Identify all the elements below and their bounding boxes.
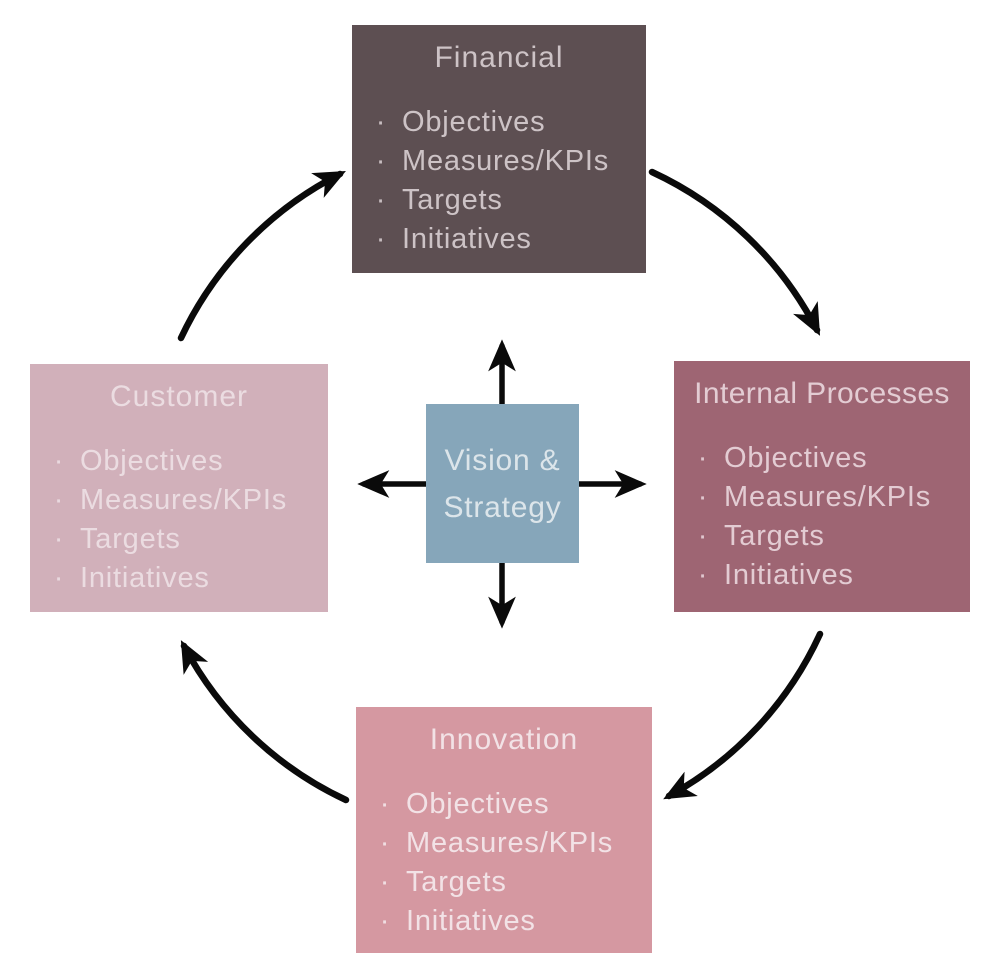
item-label: Measures/KPIs xyxy=(80,484,288,516)
list-item: · Objectives xyxy=(378,785,652,824)
list-item: · Measures/KPIs xyxy=(374,142,646,181)
list-item: · Targets xyxy=(378,863,652,902)
bullet-dot: · xyxy=(375,145,387,177)
innovation-panel: Innovation · Objectives · Measures/KPIs · T… xyxy=(356,707,652,953)
financial-panel-title: Financial xyxy=(434,41,564,74)
internal-processes-panel-list: · Objectives · Measures/KPIs · Targets · Ini… xyxy=(674,439,970,595)
internal-processes-panel: Internal Processes · Objectives · Measures… xyxy=(674,361,970,612)
customer-panel-list: · Objectives · Measures/KPIs · Targets · Ini… xyxy=(30,442,328,598)
bullet-dot: · xyxy=(379,905,391,937)
list-item: · Targets xyxy=(374,181,646,220)
bullet-dot: · xyxy=(697,481,709,513)
list-item: · Objectives xyxy=(52,442,328,481)
item-label: Objectives xyxy=(724,442,868,474)
item-label: Objectives xyxy=(402,106,546,138)
vision-strategy-line-2: Strategy xyxy=(443,490,562,524)
item-label: Measures/KPIs xyxy=(402,145,610,177)
bullet-dot: · xyxy=(375,106,387,138)
item-label: Measures/KPIs xyxy=(724,481,932,513)
bullet-dot: · xyxy=(375,184,387,216)
item-label: Initiatives xyxy=(724,559,854,591)
item-label: Objectives xyxy=(406,788,550,820)
list-item: · Objectives xyxy=(696,439,970,478)
cycle-arrow-internal-to-innovation-icon xyxy=(663,630,824,800)
customer-panel: Customer · Objectives · Measures/KPIs · Tar… xyxy=(30,364,328,612)
item-label: Measures/KPIs xyxy=(406,827,614,859)
list-item: · Targets xyxy=(696,517,970,556)
item-label: Objectives xyxy=(80,445,224,477)
innovation-panel-list: · Objectives · Measures/KPIs · Targets · Ini… xyxy=(356,785,652,941)
internal-processes-panel-title: Internal Processes xyxy=(694,377,950,410)
cycle-arrow-innovation-to-customer-icon xyxy=(180,640,350,804)
list-item: · Initiatives xyxy=(696,556,970,595)
bullet-dot: · xyxy=(697,442,709,474)
cycle-arrow-customer-to-financial-icon xyxy=(177,170,346,342)
financial-panel-list: · Objectives · Measures/KPIs · Targets · Ini… xyxy=(352,103,646,259)
vision-strategy-box: Vision & Strategy xyxy=(426,404,579,563)
customer-panel-title: Customer xyxy=(109,380,249,413)
list-item: · Measures/KPIs xyxy=(696,478,970,517)
list-item: · Initiatives xyxy=(374,220,646,259)
bullet-dot: · xyxy=(375,223,387,255)
bullet-dot: · xyxy=(697,559,709,591)
list-item: · Initiatives xyxy=(52,559,328,598)
list-item: · Objectives xyxy=(374,103,646,142)
item-label: Targets xyxy=(724,520,825,552)
item-label: Initiatives xyxy=(402,223,532,255)
item-label: Initiatives xyxy=(80,562,210,594)
bullet-dot: · xyxy=(53,484,65,516)
bullet-dot: · xyxy=(379,827,391,859)
cycle-arrow-financial-to-internal-icon xyxy=(648,168,821,336)
bullet-dot: · xyxy=(53,562,65,594)
financial-panel: Financial · Objectives · Measures/KPIs · Ta… xyxy=(352,25,646,273)
list-item: · Targets xyxy=(52,520,328,559)
item-label: Targets xyxy=(80,523,181,555)
item-label: Initiatives xyxy=(406,905,536,937)
item-label: Targets xyxy=(402,184,503,216)
bullet-dot: · xyxy=(53,523,65,555)
item-label: Targets xyxy=(406,866,507,898)
list-item: · Initiatives xyxy=(378,902,652,941)
list-item: · Measures/KPIs xyxy=(52,481,328,520)
list-item: · Measures/KPIs xyxy=(378,824,652,863)
bullet-dot: · xyxy=(53,445,65,477)
vision-strategy-line-1: Vision & xyxy=(444,443,561,477)
bullet-dot: · xyxy=(379,866,391,898)
innovation-panel-title: Innovation xyxy=(429,723,579,756)
bullet-dot: · xyxy=(379,788,391,820)
bullet-dot: · xyxy=(697,520,709,552)
